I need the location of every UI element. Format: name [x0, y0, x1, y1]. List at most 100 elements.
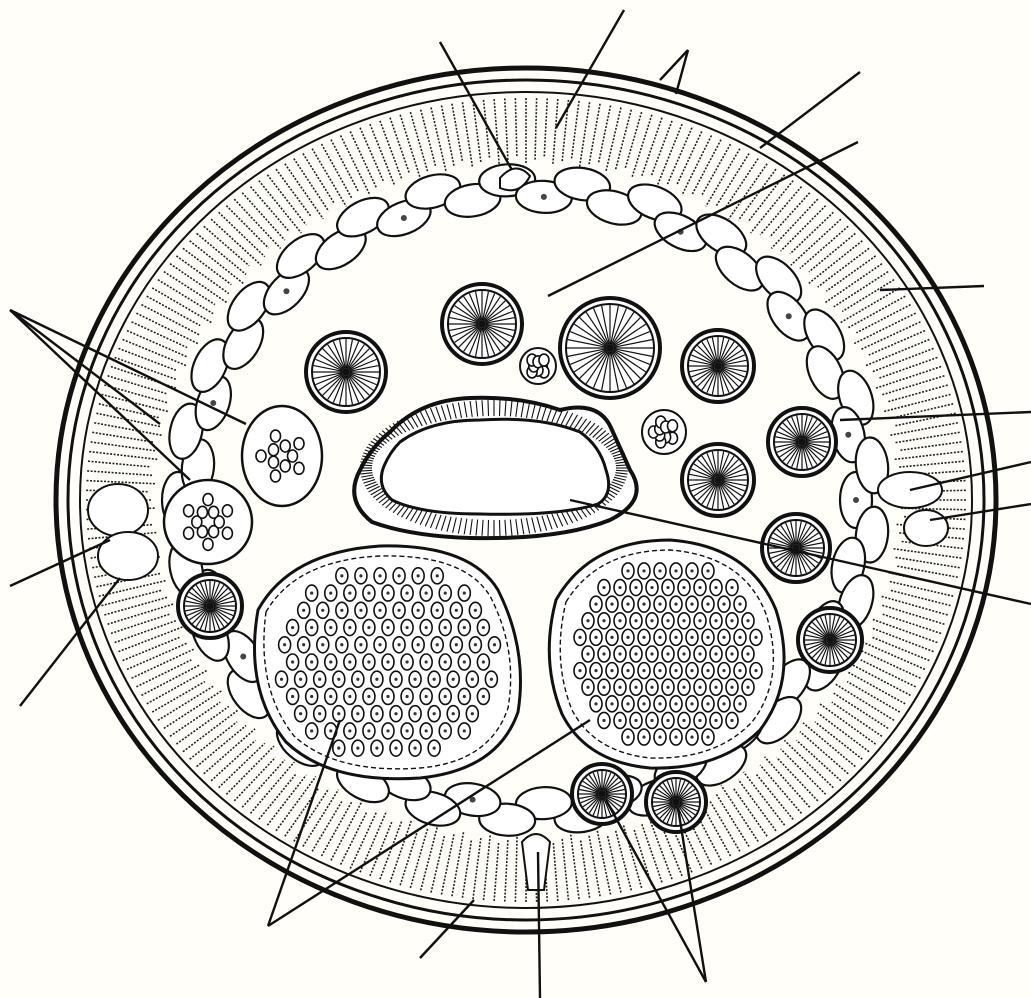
- egg-nucleus: [674, 636, 677, 639]
- egg-nucleus: [610, 669, 613, 672]
- egg-nucleus: [642, 603, 645, 606]
- microvillus: [488, 400, 489, 416]
- egg-nucleus: [474, 643, 477, 646]
- egg-nucleus: [375, 712, 378, 715]
- egg-nucleus: [471, 678, 474, 681]
- egg-nucleus: [463, 660, 466, 663]
- egg-nucleus: [425, 729, 428, 732]
- microvillus: [360, 465, 372, 466]
- oocyte: [271, 430, 281, 442]
- egg-nucleus: [650, 686, 653, 689]
- egg-nucleus: [690, 636, 693, 639]
- egg-nucleus: [626, 735, 629, 738]
- egg-nucleus: [378, 574, 381, 577]
- microvillus: [499, 520, 500, 536]
- egg-nucleus: [690, 603, 693, 606]
- egg-nucleus: [375, 678, 378, 681]
- egg-nucleus: [698, 619, 701, 622]
- egg-nucleus: [359, 609, 362, 612]
- egg-nucleus: [425, 695, 428, 698]
- egg-nucleus: [291, 695, 294, 698]
- egg-nucleus: [610, 702, 613, 705]
- egg-nucleus: [394, 712, 397, 715]
- egg-nucleus: [682, 686, 685, 689]
- egg-nucleus: [642, 735, 645, 738]
- egg-nucleus: [722, 702, 725, 705]
- egg-nucleus: [337, 678, 340, 681]
- egg-nucleus: [482, 695, 485, 698]
- egg-nucleus: [433, 678, 436, 681]
- tubule: [798, 608, 862, 672]
- oocyte: [294, 438, 304, 450]
- egg-nucleus: [666, 619, 669, 622]
- egg-nucleus: [397, 609, 400, 612]
- egg-nucleus: [413, 747, 416, 750]
- egg-nucleus: [706, 636, 709, 639]
- egg-nucleus: [618, 652, 621, 655]
- tubule-core: [798, 438, 806, 446]
- egg-nucleus: [722, 669, 725, 672]
- oocyte: [203, 494, 213, 506]
- egg-nucleus: [594, 603, 597, 606]
- egg-nucleus: [714, 586, 717, 589]
- egg-nucleus: [706, 735, 709, 738]
- tubule-core: [714, 476, 722, 484]
- oocyte: [184, 505, 194, 517]
- egg-nucleus: [722, 636, 725, 639]
- egg-nucleus: [463, 695, 466, 698]
- egg-nucleus: [471, 712, 474, 715]
- egg-nucleus: [578, 636, 581, 639]
- egg-nucleus: [706, 669, 709, 672]
- egg-nucleus: [367, 660, 370, 663]
- egg-nucleus: [348, 660, 351, 663]
- egg-nucleus: [746, 619, 749, 622]
- cell-nucleus: [401, 215, 407, 221]
- egg-nucleus: [690, 735, 693, 738]
- egg-nucleus: [666, 586, 669, 589]
- oocyte: [294, 462, 304, 474]
- egg-nucleus: [690, 669, 693, 672]
- egg-nucleus: [329, 591, 332, 594]
- egg-nucleus: [618, 619, 621, 622]
- egg-nucleus: [452, 712, 455, 715]
- egg-nucleus: [405, 591, 408, 594]
- egg-nucleus: [463, 626, 466, 629]
- egg-nucleus: [682, 619, 685, 622]
- egg-nucleus: [690, 702, 693, 705]
- tubule: [762, 514, 830, 582]
- egg-nucleus: [455, 609, 458, 612]
- egg-nucleus: [730, 619, 733, 622]
- egg-nucleus: [444, 591, 447, 594]
- egg-nucleus: [650, 719, 653, 722]
- egg-nucleus: [386, 626, 389, 629]
- egg-nucleus: [299, 712, 302, 715]
- egg-nucleus: [594, 702, 597, 705]
- oocyte: [288, 450, 298, 462]
- egg-nucleus: [283, 643, 286, 646]
- egg-nucleus: [586, 619, 589, 622]
- egg-nucleus: [666, 719, 669, 722]
- egg-nucleus: [425, 626, 428, 629]
- tubule: [768, 408, 836, 476]
- egg-nucleus: [690, 569, 693, 572]
- egg-nucleus: [394, 678, 397, 681]
- egg-nucleus: [698, 719, 701, 722]
- tubule-core: [606, 344, 614, 352]
- egg-nucleus: [340, 574, 343, 577]
- tubule-core: [478, 320, 486, 328]
- tubule-core: [672, 798, 680, 806]
- egg-nucleus: [310, 626, 313, 629]
- tubule-core: [826, 636, 834, 644]
- egg-nucleus: [405, 626, 408, 629]
- egg-nucleus: [610, 636, 613, 639]
- egg-nucleus: [658, 702, 661, 705]
- egg-nucleus: [386, 591, 389, 594]
- egg-nucleus: [738, 603, 741, 606]
- oocyte: [209, 506, 219, 518]
- egg-nucleus: [455, 643, 458, 646]
- egg-nucleus: [321, 643, 324, 646]
- egg-nucleus: [367, 626, 370, 629]
- egg-nucleus: [463, 729, 466, 732]
- egg-nucleus: [444, 660, 447, 663]
- oocyte: [209, 526, 219, 538]
